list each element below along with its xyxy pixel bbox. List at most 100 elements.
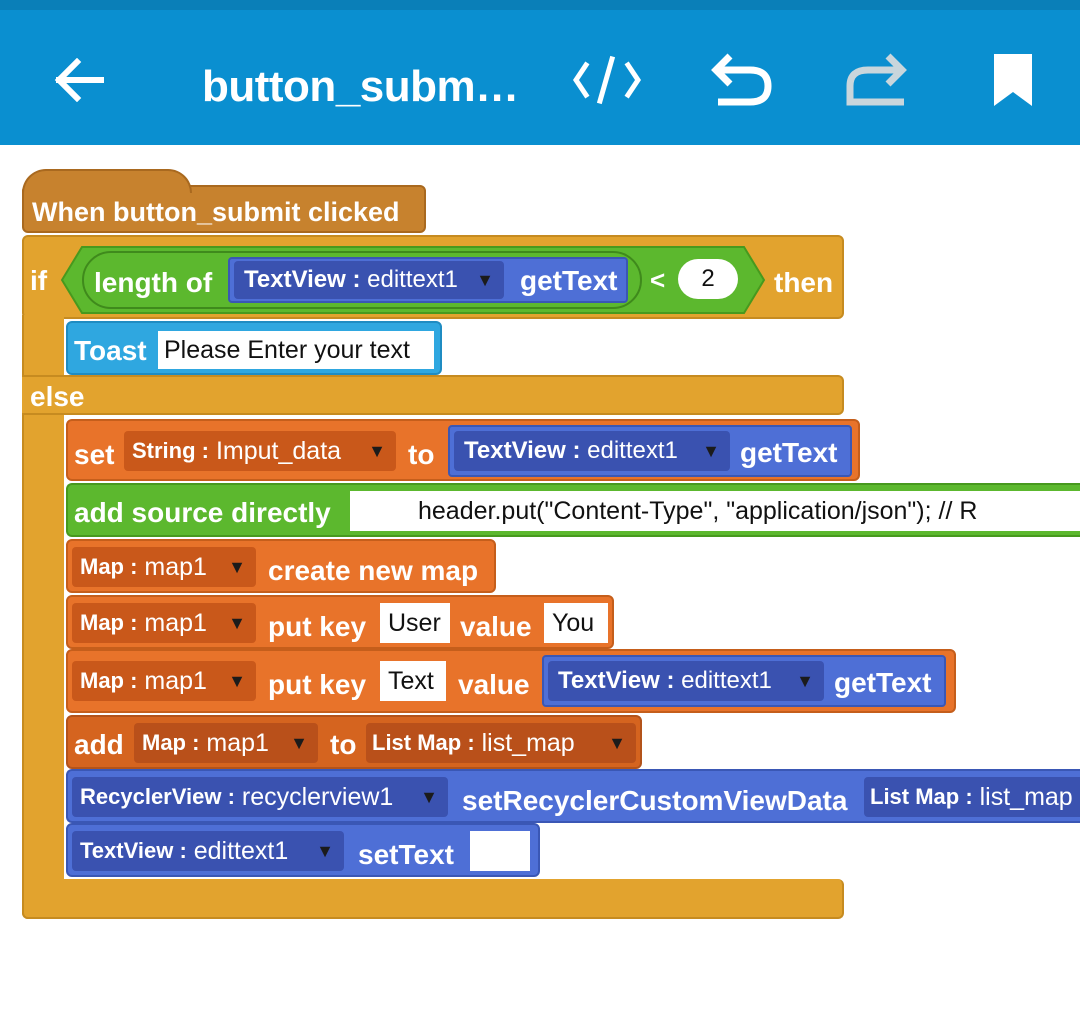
recycler-method-label: setRecyclerCustomViewData xyxy=(462,785,848,816)
add-label: add xyxy=(74,729,124,760)
toast-block[interactable]: Toast Please Enter your text xyxy=(66,321,442,375)
if-block-arm xyxy=(22,315,64,919)
create-map-label: create new map xyxy=(268,555,479,586)
set-var-label: Imput_data xyxy=(215,436,342,465)
if-label: if xyxy=(30,265,48,296)
source-code-field[interactable]: header.put("Content-Type", "application/… xyxy=(350,491,1080,531)
map-dropdown[interactable]: Map : map1 ▼ xyxy=(72,603,256,643)
cond-type-label: TextView : xyxy=(244,266,361,293)
put-key-label: put key xyxy=(268,611,367,642)
dropdown-arrow-icon: ▼ xyxy=(608,732,626,753)
toast-text-field[interactable]: Please Enter your text xyxy=(158,331,434,369)
bookmark-icon[interactable] xyxy=(978,50,1048,110)
listmap-dropdown[interactable]: List Map : list_map ▼ xyxy=(366,723,636,763)
then-label: then xyxy=(774,267,834,298)
add-to-label: to xyxy=(330,729,357,760)
add-map-dropdown[interactable]: Map : map1 ▼ xyxy=(134,723,318,763)
settext-block[interactable]: TextView : edittext1 ▼ setText xyxy=(66,823,540,877)
map-type-label: Map : xyxy=(80,554,138,579)
settext-type-label: TextView : xyxy=(80,838,187,863)
settext-var-label: edittext1 xyxy=(193,836,289,865)
put-key-label: put key xyxy=(268,669,367,700)
map-var-label: map1 xyxy=(144,666,207,695)
cond-gettext-block[interactable]: TextView : edittext1 ▼ getText xyxy=(228,257,628,303)
map-put-block-1[interactable]: Map : map1 ▼ put key User value You xyxy=(66,595,614,649)
set-var-dropdown[interactable]: String : Imput_data ▼ xyxy=(124,431,396,471)
settext-method-label: setText xyxy=(358,839,454,870)
recycler-arg-var-label: list_map xyxy=(979,782,1073,811)
code-icon[interactable] xyxy=(572,50,642,110)
dropdown-arrow-icon: ▼ xyxy=(290,732,308,753)
length-of-block[interactable]: length of TextView : edittext1 ▼ getText xyxy=(82,251,642,309)
status-bar xyxy=(0,0,1080,10)
condition-block[interactable]: length of TextView : edittext1 ▼ getText… xyxy=(60,245,766,315)
value-label: value xyxy=(460,611,532,642)
value-type-label: TextView : xyxy=(558,667,675,694)
event-label: When button_submit clicked xyxy=(32,197,400,227)
add-to-list-block[interactable]: add Map : map1 ▼ to List Map : list_map … xyxy=(66,715,642,769)
key-field[interactable]: User xyxy=(380,603,450,643)
dropdown-arrow-icon: ▼ xyxy=(368,440,386,461)
map-put-block-2[interactable]: Map : map1 ▼ put key Text value TextView… xyxy=(66,649,956,713)
to-label: to xyxy=(408,439,435,470)
settext-dropdown[interactable]: TextView : edittext1 ▼ xyxy=(72,831,344,871)
map-dropdown[interactable]: Map : map1 ▼ xyxy=(72,661,256,701)
settext-value-field[interactable] xyxy=(470,831,530,871)
map-type-label: Map : xyxy=(142,730,200,755)
recycler-arg-dropdown[interactable]: List Map : list_map xyxy=(864,777,1080,817)
toast-label: Toast xyxy=(74,335,147,366)
cond-method-label: getText xyxy=(520,265,618,296)
dropdown-arrow-icon: ▼ xyxy=(316,840,334,861)
recycler-dropdown[interactable]: RecyclerView : recyclerview1 ▼ xyxy=(72,777,448,817)
else-bar: else xyxy=(22,375,844,415)
undo-icon[interactable] xyxy=(706,50,776,110)
value-var-label: edittext1 xyxy=(681,667,772,694)
dropdown-arrow-icon: ▼ xyxy=(476,269,494,290)
key-field[interactable]: Text xyxy=(380,661,446,701)
dropdown-arrow-icon: ▼ xyxy=(228,670,246,691)
arrow-left-icon[interactable] xyxy=(44,50,114,110)
event-block[interactable]: When button_submit clicked xyxy=(22,169,426,233)
dropdown-arrow-icon: ▼ xyxy=(420,786,438,807)
dropdown-arrow-icon: ▼ xyxy=(796,670,814,691)
value-var-dropdown[interactable]: TextView : edittext1 ▼ xyxy=(548,661,824,701)
blocks-canvas[interactable]: When button_submit clicked if then lengt… xyxy=(0,145,1080,1012)
length-of-label: length of xyxy=(94,267,213,298)
set-label: set xyxy=(74,439,115,470)
less-than-label: < xyxy=(650,265,666,295)
map-create-block[interactable]: Map : map1 ▼ create new map xyxy=(66,539,496,593)
set-src-dropdown[interactable]: TextView : edittext1 ▼ xyxy=(454,431,730,471)
map-var-label: map1 xyxy=(206,728,269,757)
condition-value-field[interactable]: 2 xyxy=(678,259,738,299)
dropdown-arrow-icon: ▼ xyxy=(228,556,246,577)
value-label: value xyxy=(458,669,530,700)
app-bar: button_subm… xyxy=(0,10,1080,145)
map-type-label: Map : xyxy=(80,668,138,693)
map-dropdown[interactable]: Map : map1 ▼ xyxy=(72,547,256,587)
recycler-type-label: RecyclerView : xyxy=(80,784,235,809)
set-src-var-label: edittext1 xyxy=(587,437,678,464)
listmap-type-label: List Map : xyxy=(372,730,475,755)
dropdown-arrow-icon: ▼ xyxy=(702,440,720,461)
value-gettext-block[interactable]: TextView : edittext1 ▼ getText xyxy=(542,655,946,707)
recycler-block[interactable]: RecyclerView : recyclerview1 ▼ setRecycl… xyxy=(66,769,1080,823)
set-variable-block[interactable]: set String : Imput_data ▼ to TextView : … xyxy=(66,419,860,481)
listmap-var-label: list_map xyxy=(481,728,575,757)
add-source-label: add source directly xyxy=(74,497,331,528)
if-block-footer xyxy=(22,879,844,919)
value-method-label: getText xyxy=(834,667,932,698)
add-source-block[interactable]: add source directly header.put("Content-… xyxy=(66,483,1080,537)
recycler-arg-type-label: List Map : xyxy=(870,784,973,809)
page-title: button_subm… xyxy=(202,62,519,111)
event-hat-cap xyxy=(22,169,192,193)
else-label: else xyxy=(30,381,85,412)
cond-var-dropdown[interactable]: TextView : edittext1 ▼ xyxy=(234,261,504,299)
set-src-type-label: TextView : xyxy=(464,437,581,464)
set-src-method-label: getText xyxy=(740,437,838,468)
dropdown-arrow-icon: ▼ xyxy=(228,612,246,633)
set-gettext-block[interactable]: TextView : edittext1 ▼ getText xyxy=(448,425,852,477)
redo-icon[interactable] xyxy=(842,50,912,110)
recycler-var-label: recyclerview1 xyxy=(241,782,394,811)
value-field[interactable]: You xyxy=(544,603,608,643)
cond-var-label: edittext1 xyxy=(367,266,458,293)
